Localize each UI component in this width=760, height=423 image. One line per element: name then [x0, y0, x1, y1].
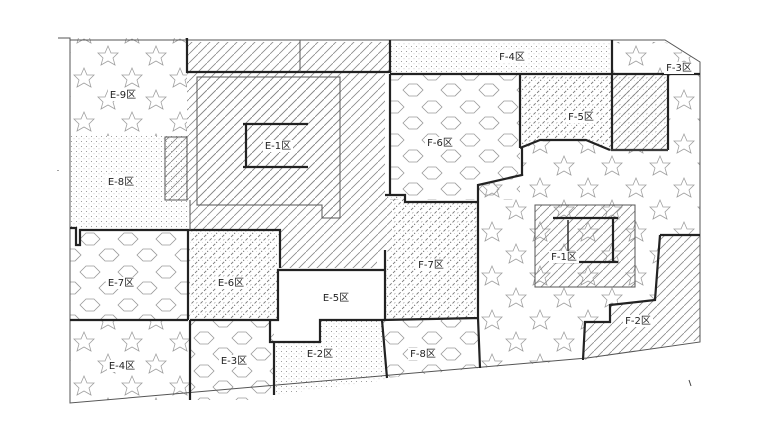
zone-labels: E-9区 E-1区 E-8区 E-7区 E-6区 E-5区 E-4区 E-3区 …: [106, 51, 694, 372]
zone-label-bg: [108, 89, 138, 101]
zone-label-e3: E-3区: [221, 355, 247, 367]
zone-label-bg: [305, 348, 335, 360]
zone-label-bg: [263, 140, 293, 152]
boundary-lines-thin: [164, 40, 668, 288]
f1-structure: [553, 216, 618, 264]
zone-label-f5: F-5区: [568, 111, 594, 123]
zone-e7-area: [70, 230, 190, 320]
zone-f5-hatch-area: [612, 74, 668, 150]
zone-label-f8: F-8区: [410, 348, 436, 360]
zone-label-bg: [623, 315, 653, 327]
zone-label-f7: F-7区: [418, 259, 444, 271]
zone-e9-area: [70, 38, 187, 136]
zone-e5-area: [270, 270, 385, 342]
e1-structure: [243, 122, 308, 169]
zone-e6-area: [190, 230, 277, 320]
zone-label-e1: E-1区: [265, 140, 291, 152]
zone-label-bg: [321, 292, 351, 304]
zone-label-f4: F-4区: [499, 51, 525, 63]
zone-label-bg: [416, 259, 446, 271]
zone-right-strip-area: [668, 74, 700, 150]
zone-label-e9: E-9区: [110, 89, 136, 101]
zone-label-e8: E-8区: [108, 176, 134, 188]
zone-label-bg: [219, 355, 249, 367]
zone-label-e6: E-6区: [218, 277, 244, 289]
zone-label-f1: F-1区: [551, 251, 577, 263]
zone-label-f2: F-2区: [625, 315, 651, 327]
zone-label-bg: [106, 277, 136, 289]
zone-label-bg: [664, 62, 694, 74]
zone-f2-area: [583, 235, 700, 360]
stray-mark: [688, 379, 692, 387]
zone-label-bg: [549, 251, 579, 263]
zone-label-bg: [425, 137, 455, 149]
zone-label-e4: E-4区: [109, 360, 135, 372]
zone-label-f3: F-3区: [666, 62, 692, 74]
zone-label-bg: [106, 176, 136, 188]
zone-label-e7: E-7区: [108, 277, 134, 289]
zone-label-bg: [216, 277, 246, 289]
zone-label-e5: E-5区: [323, 292, 349, 304]
site-boundary-inner: [58, 37, 71, 403]
zone-label-bg: [408, 348, 438, 360]
zone-label-bg: [497, 51, 527, 63]
zone-label-f6: F-6区: [427, 137, 453, 149]
zone-label-e2: E-2区: [307, 348, 333, 360]
zone-label-bg: [107, 360, 137, 372]
zone-label-bg: [566, 111, 596, 123]
zone-f7-area: [383, 195, 478, 320]
